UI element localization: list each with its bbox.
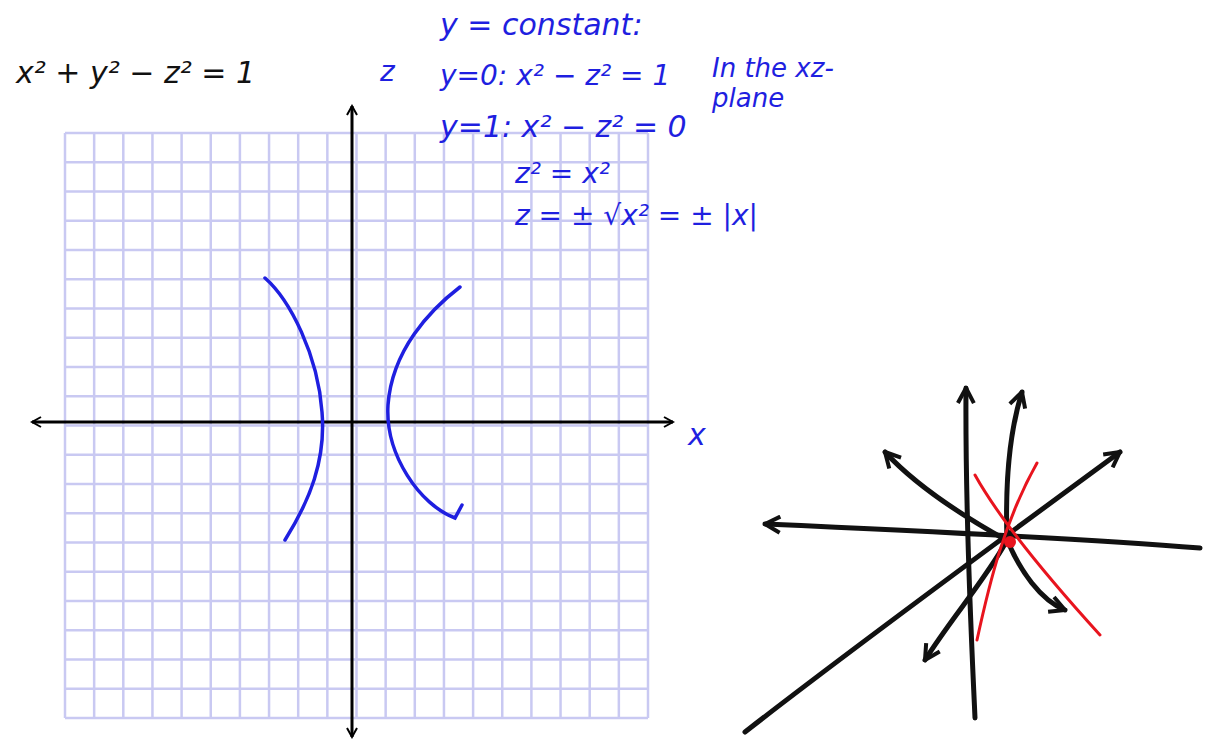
grid-line — [65, 629, 648, 632]
grid-line — [65, 688, 648, 691]
axis-label: x — [688, 418, 706, 453]
grid-line — [65, 717, 648, 720]
grid-line — [65, 395, 648, 398]
grid-line — [65, 337, 648, 340]
3d-sketch — [745, 388, 1200, 732]
hyperbola — [265, 278, 462, 540]
grid-line — [65, 571, 648, 574]
grid-line — [65, 424, 648, 427]
note: z² = x² — [515, 158, 610, 190]
grid-line — [65, 190, 648, 193]
note: y=0: x² − z² = 1 — [440, 60, 670, 92]
note: y = constant: — [440, 8, 643, 43]
grid-line — [65, 278, 648, 281]
grid-line — [65, 658, 648, 661]
grid-line — [65, 541, 648, 544]
note: z = ± √x² = ± |x| — [515, 200, 758, 232]
grid-line — [65, 512, 648, 515]
grid-line — [65, 600, 648, 603]
equation: x² + y² − z² = 1 — [16, 56, 255, 91]
3d-trace — [975, 463, 1100, 640]
grid-line — [65, 366, 648, 369]
axis-label: z — [380, 56, 395, 88]
note: y=1: x² − z² = 0 — [440, 110, 687, 145]
note: In the xz-plane — [712, 54, 847, 114]
grid-line — [65, 483, 648, 486]
grid-line — [65, 307, 648, 310]
grid-line — [65, 454, 648, 457]
grid-line — [65, 249, 648, 252]
